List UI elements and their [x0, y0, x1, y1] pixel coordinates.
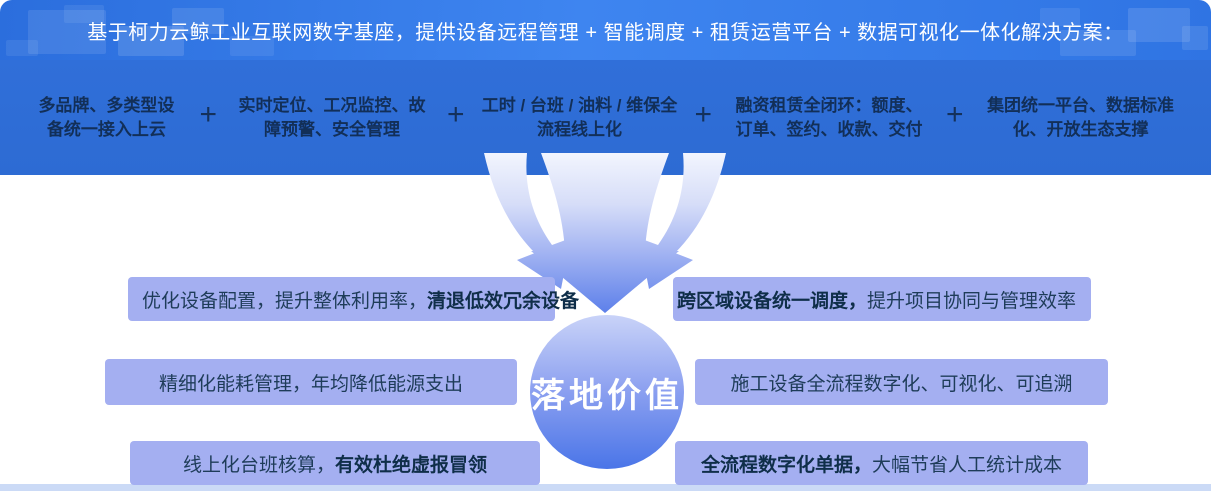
- value-box-energy: 精细化能耗管理，年均降低能源支出: [105, 359, 517, 405]
- value-text-emphasis: 清退低效冗余设备: [427, 290, 580, 312]
- core-value-circle: 落地价值: [530, 315, 684, 469]
- plus-separator: +: [946, 97, 964, 131]
- banner-deco-rect: [118, 26, 184, 56]
- bottom-strip: [0, 484, 1211, 491]
- core-value-label: 落地价值: [531, 376, 683, 415]
- value-text-emphasis: 跨区域设备统一调度，: [677, 290, 868, 312]
- plus-separator: +: [694, 97, 713, 131]
- value-text: 提升项目协同与管理效率: [867, 290, 1077, 312]
- value-box-traceability: 施工设备全流程数字化、可视化、可追溯: [695, 359, 1108, 405]
- value-text-emphasis: 有效杜绝虚报冒领: [335, 454, 488, 476]
- value-box-shift-accounting: 线上化台班核算，有效杜绝虚报冒领: [130, 441, 540, 485]
- value-box-digital-documents: 全流程数字化单据，大幅节省人工统计成本: [675, 441, 1088, 485]
- value-box-dispatch: 跨区域设备统一调度，提升项目协同与管理效率: [673, 277, 1091, 321]
- value-text: 优化设备配置，提升整体利用率，: [142, 290, 428, 312]
- plus-separator: +: [446, 97, 465, 131]
- banner-deco-rect: [1128, 8, 1190, 42]
- capability-band: 多品牌、多类型设备统一接入上云 + 实时定位、工况监控、故障预警、安全管理 + …: [0, 60, 1211, 175]
- banner-deco-rect: [1040, 8, 1080, 26]
- banner-deco-rect: [1182, 26, 1208, 50]
- banner-deco-rect: [172, 8, 224, 34]
- capability-monitoring: 实时定位、工况监控、故障预警、安全管理: [238, 95, 426, 139]
- header-banner: 基于柯力云鲸工业互联网数字基座，提供设备远程管理 + 智能调度 + 租赁运营平台…: [0, 0, 1211, 60]
- capability-group-platform: 集团统一平台、数据标准化、开放生态支撑: [987, 95, 1175, 139]
- value-text: 大幅节省人工统计成本: [872, 454, 1063, 476]
- capability-row: 多品牌、多类型设备统一接入上云 + 实时定位、工况监控、故障预警、安全管理 + …: [0, 60, 1211, 175]
- capability-leasing-loop: 融资租赁全闭环：额度、订单、签约、收款、交付: [735, 95, 923, 139]
- value-text: 精细化能耗管理，年均降低能源支出: [158, 373, 463, 395]
- capability-device-access: 多品牌、多类型设备统一接入上云: [38, 95, 175, 139]
- banner-deco-rect: [1060, 30, 1136, 56]
- banner-deco-rect: [6, 40, 38, 56]
- value-text: 施工设备全流程数字化、可视化、可追溯: [730, 373, 1073, 395]
- value-box-utilization: 优化设备配置，提升整体利用率，清退低效冗余设备: [128, 277, 579, 321]
- value-text: 线上化台班核算，: [182, 454, 335, 476]
- banner-deco-rect: [28, 10, 106, 54]
- capability-online-process: 工时 / 台班 / 油料 / 维保全流程线上化: [481, 95, 678, 139]
- value-text-emphasis: 全流程数字化单据，: [700, 454, 872, 476]
- banner-title: 基于柯力云鲸工业互联网数字基座，提供设备远程管理 + 智能调度 + 租赁运营平台…: [87, 21, 1124, 44]
- down-arrows-icon: [484, 153, 726, 313]
- banner-deco-rect: [64, 5, 104, 23]
- plus-separator: +: [199, 97, 217, 131]
- banner-deco-rect: [230, 36, 274, 56]
